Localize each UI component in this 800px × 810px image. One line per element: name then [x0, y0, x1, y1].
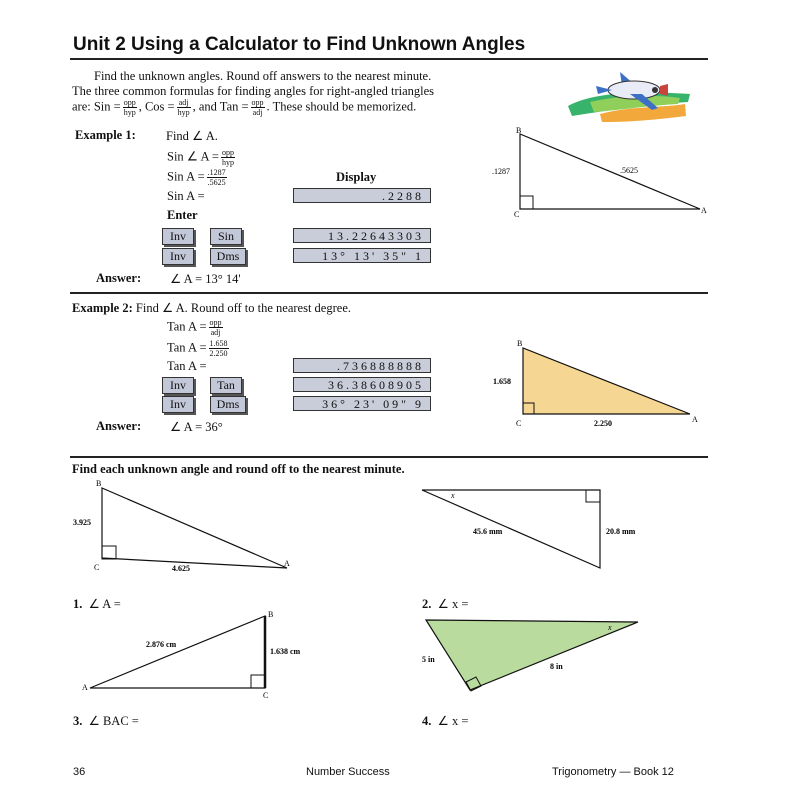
footer-series: Number Success: [306, 766, 390, 778]
vertex-a-label: A: [692, 415, 698, 424]
q3-triangle: A B C 2.876 cm 1.638 cm: [82, 610, 301, 698]
vertex-b-label: B: [96, 479, 101, 488]
q4-triangle: x 5 in 8 in: [422, 619, 639, 692]
vertex-b-label: B: [517, 339, 522, 348]
example2-answer-label: Answer:: [96, 419, 142, 433]
q3-prompt: 3. ∠ BAC =: [73, 714, 139, 728]
vertex-b-label: B: [516, 126, 521, 135]
display-label: Display: [336, 170, 377, 184]
vertex-c-label: C: [94, 563, 99, 572]
side-ca-label: 2.250: [594, 419, 612, 428]
side-bc-label: 1.658: [493, 377, 511, 386]
q4-prompt: 4. ∠ x =: [422, 714, 469, 728]
vertex-c-label: C: [514, 210, 519, 219]
inv-key: Inv: [162, 396, 194, 413]
vertex-c-label: C: [516, 419, 521, 428]
vertex-a-label: A: [82, 683, 88, 692]
example2-triangle: B C A 1.658 2.250: [493, 339, 698, 428]
example1-triangle: B C A .1287 .5625: [492, 126, 707, 219]
sin-key: Sin: [210, 228, 242, 245]
example2-heading: Example 2: Find ∠ A. Round off to the ne…: [72, 301, 351, 315]
intro-line-2: The three common formulas for finding an…: [72, 83, 435, 98]
side-bc-label: 3.925: [73, 518, 91, 527]
page-title: Unit 2 Using a Calculator to Find Unknow…: [73, 34, 526, 55]
inv-key: Inv: [162, 228, 194, 245]
dms-key: Dms: [210, 396, 246, 413]
hyp-label: 45.6 mm: [473, 527, 503, 536]
intro-line-1: Find the unknown angles. Round off answe…: [94, 69, 432, 83]
side-short-label: 5 in: [422, 655, 435, 664]
example1-task: Find ∠ A.: [166, 129, 218, 143]
inv-key: Inv: [162, 377, 194, 394]
q2-triangle: x 45.6 mm 20.8 mm: [421, 489, 636, 569]
footer-book: Trigonometry — Book 12: [552, 766, 674, 778]
tan-key: Tan: [210, 377, 242, 394]
side-long-label: 8 in: [550, 662, 563, 671]
hyp-label: 2.876 cm: [146, 640, 177, 649]
vertex-c-label: C: [263, 691, 268, 698]
enter-label: Enter: [167, 208, 198, 222]
q1-triangle: B C A 3.925 4.625: [73, 479, 290, 573]
angle-x-label: x: [607, 623, 612, 632]
vertex-a-label: A: [284, 559, 290, 568]
q2-prompt: 2. ∠ x =: [422, 597, 469, 611]
airplane-illustration: [568, 72, 690, 122]
vertex-a-label: A: [701, 206, 707, 215]
example1-label: Example 1:: [75, 128, 136, 142]
example2-step3: Tan A =: [167, 359, 207, 373]
side-bc-label: .1287: [492, 167, 510, 176]
exercises-divider: [70, 456, 708, 458]
dms-key: Dms: [210, 248, 246, 265]
side-label: 1.638 cm: [270, 647, 301, 656]
example1-display-2: 13.22643303: [293, 228, 431, 243]
example1-display-3: 13° 13' 35" 1: [293, 248, 431, 263]
angle-x-label: x: [450, 491, 455, 500]
intro-paragraph: Find the unknown angles. Round off answe…: [72, 69, 552, 117]
example1-step3: Sin A =: [167, 189, 205, 203]
page-number: 36: [73, 766, 86, 778]
example-divider: [70, 292, 708, 294]
example1-step2: Sin A =.1287.5625: [167, 168, 227, 187]
example2-display-1: .736888888: [293, 358, 431, 373]
side-ab-label: .5625: [620, 166, 638, 175]
q1-prompt: 1. ∠ A =: [73, 597, 121, 611]
example1-answer: ∠ A = 13° 14': [170, 272, 241, 286]
vertex-b-label: B: [268, 610, 273, 619]
example2-display-2: 36.38608905: [293, 377, 431, 392]
example2-display-3: 36° 23' 09" 9: [293, 396, 431, 411]
side-label: 20.8 mm: [606, 527, 636, 536]
example1-answer-label: Answer:: [96, 271, 142, 285]
inv-key: Inv: [162, 248, 194, 265]
title-rule: [70, 58, 708, 60]
side-ca-label: 4.625: [172, 564, 190, 573]
example2-answer: ∠ A = 36°: [170, 420, 223, 434]
exercises-heading: Find each unknown angle and round off to…: [72, 462, 405, 476]
example1-display-1: .2288: [293, 188, 431, 203]
